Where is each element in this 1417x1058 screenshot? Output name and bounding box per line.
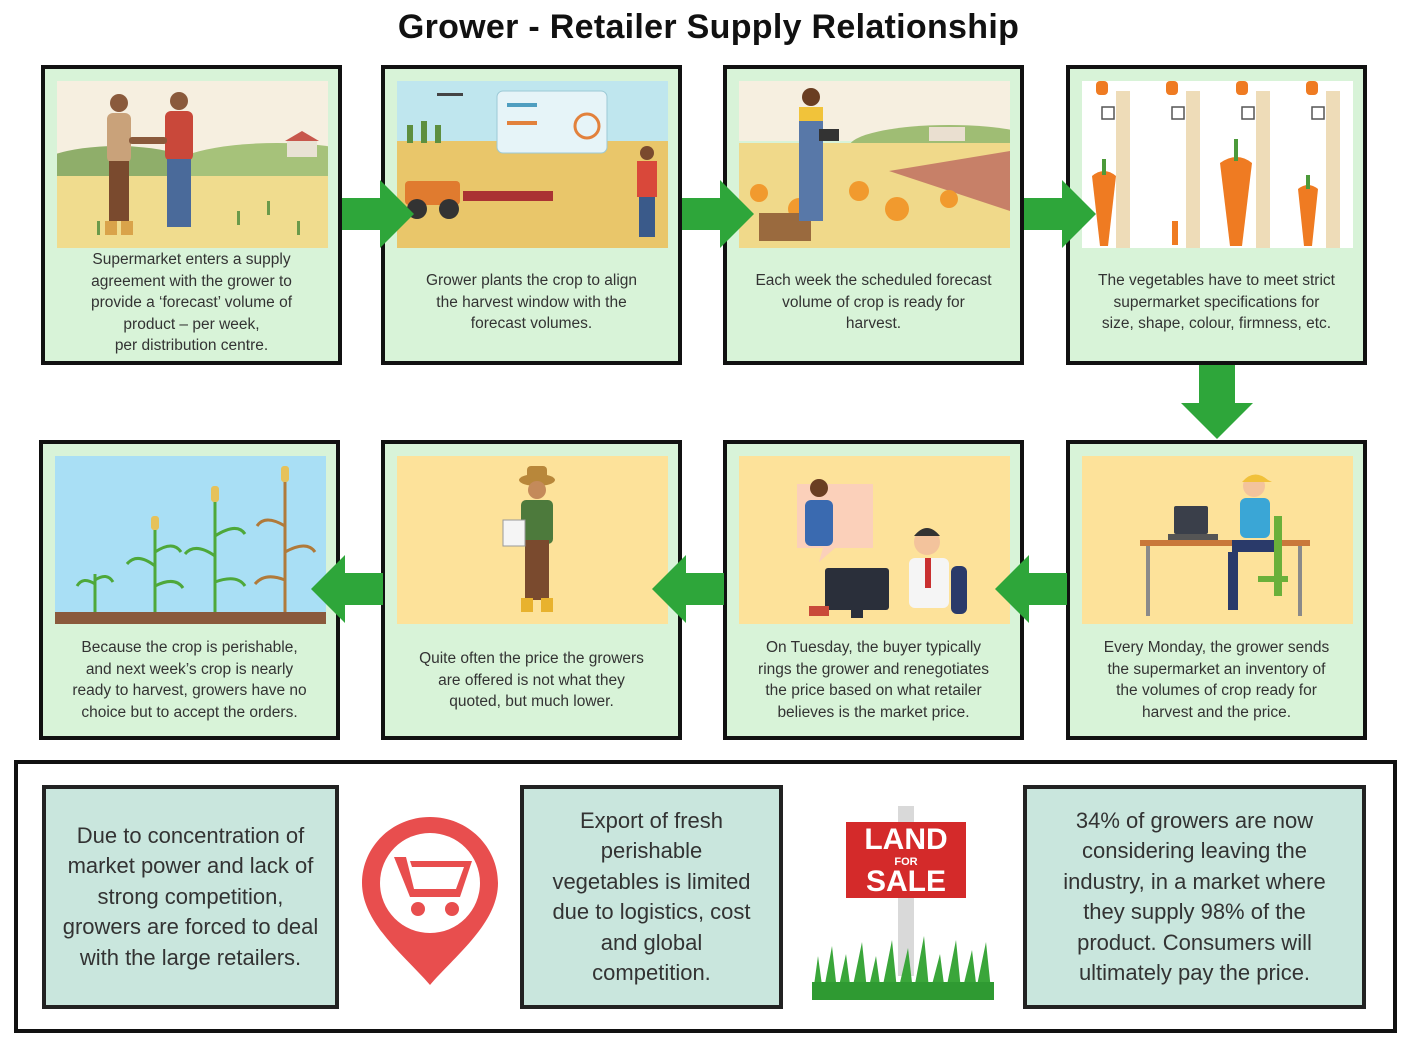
- step-caption-3: Each week the scheduled forecast volume …: [755, 272, 992, 332]
- lower-price-illustration: [397, 456, 668, 624]
- buyer-call-illustration: [739, 456, 1010, 624]
- info-box-market-power: Due to concentration of market power and…: [42, 785, 339, 1009]
- arrow-right-2: [682, 180, 754, 248]
- arrow-left-2: [652, 555, 724, 623]
- step-caption-2: Grower plants the crop to align the harv…: [425, 272, 638, 332]
- arrow-left-3: [311, 555, 383, 623]
- step-box-3: Each week the scheduled forecast volume …: [723, 65, 1024, 365]
- step-box-7: Quite often the price the growers are of…: [381, 440, 682, 740]
- harvest-illustration: [739, 81, 1010, 248]
- shopping-cart-map-pin-icon: [360, 815, 500, 987]
- step-box-1: Supermarket enters a supply agreement wi…: [41, 65, 342, 365]
- step-box-6: On Tuesday, the buyer typically rings th…: [723, 440, 1024, 740]
- handshake-illustration: [57, 81, 328, 248]
- monday-inventory-illustration: [1082, 456, 1353, 624]
- spec-illustration: [1082, 81, 1353, 248]
- step-caption-4: The vegetables have to meet strict super…: [1098, 272, 1335, 332]
- land-sale-sign: LAND FOR SALE: [812, 806, 994, 1000]
- info-box-growers-leaving: 34% of growers are now considering leavi…: [1023, 785, 1366, 1009]
- step-caption-8: Because the crop is perishable, and next…: [72, 639, 307, 721]
- planting-illustration: [397, 81, 668, 248]
- step-box-8: Because the crop is perishable, and next…: [39, 440, 340, 740]
- step-box-2: Grower plants the crop to align the harv…: [381, 65, 682, 365]
- sign-text-land: LAND: [864, 823, 948, 856]
- arrow-left-1: [995, 555, 1067, 623]
- step-caption-6: On Tuesday, the buyer typically rings th…: [758, 639, 989, 721]
- sign-text-sale: SALE: [865, 865, 946, 898]
- arrow-down: [1181, 365, 1253, 439]
- info-box-export: Export of fresh perishable vegetables is…: [520, 785, 783, 1009]
- step-caption-5: Every Monday, the grower sends the super…: [1103, 639, 1330, 721]
- step-box-5: Every Monday, the grower sends the super…: [1066, 440, 1367, 740]
- step-caption-1: Supermarket enters a supply agreement wi…: [90, 251, 293, 354]
- arrow-right-3: [1024, 180, 1096, 248]
- step-caption-7: Quite often the price the growers are of…: [419, 650, 644, 710]
- arrow-right-1: [342, 180, 414, 248]
- page-title: Grower - Retailer Supply Relationship: [397, 8, 1020, 46]
- sign-text-for: FOR: [894, 856, 918, 868]
- perishable-illustration: [55, 456, 326, 624]
- step-box-4: The vegetables have to meet strict super…: [1066, 65, 1367, 365]
